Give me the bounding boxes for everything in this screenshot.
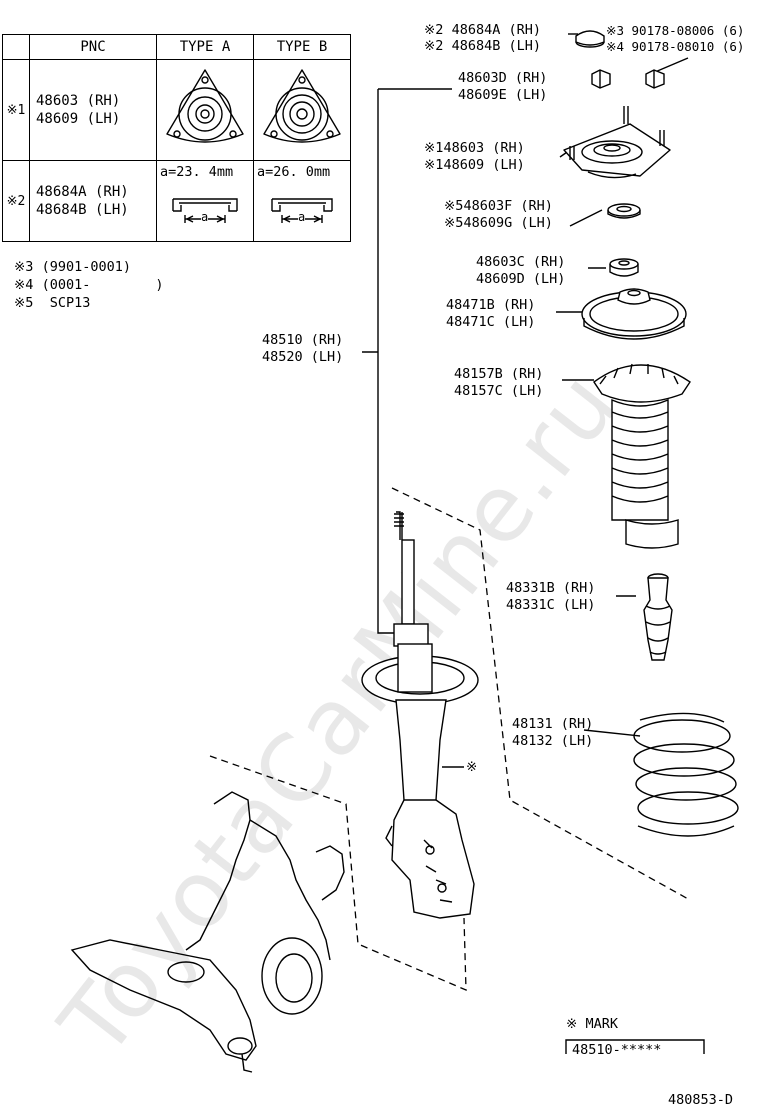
leader-spring (583, 729, 641, 737)
diagram-code: 480853-D (668, 1092, 734, 1108)
insulator-part (609, 258, 639, 277)
dash-line-left (209, 755, 467, 991)
upper-seat-part (581, 288, 687, 340)
bumper-label-lh: 48331C (LH) (506, 597, 596, 613)
row1-pnc-lh: 48609 (LH) (36, 111, 121, 127)
washer-label-lh: ※548609G (LH) (444, 215, 553, 231)
note-3: ※3 (9901-0001) (14, 259, 131, 275)
dash-line-right (391, 487, 691, 901)
row1-type-b (253, 59, 351, 161)
type-b-dimension: a=26. 0mm (257, 164, 331, 180)
mark-box-title: ※ MARK (566, 1016, 618, 1032)
washer-part (607, 203, 641, 219)
shock-absorber-part (361, 511, 479, 919)
bump-stopper-part (643, 573, 673, 661)
cap-label-lh: ※2 48684B (LH) (424, 38, 541, 54)
note-5: ※5 SCP13 (14, 295, 91, 311)
type-b-dim-letter: a (298, 210, 306, 224)
type-a-dim-letter: a (201, 210, 209, 224)
strut-label-lh: 48520 (LH) (262, 349, 344, 365)
mount-type-b-illustration (263, 69, 341, 143)
spring-label-lh: 48132 (LH) (512, 733, 594, 749)
leader-washer (569, 209, 603, 227)
row2-type-b: a=26. 0mm a (253, 160, 351, 242)
row2-pnc: 48684A (RH) 48684B (LH) (29, 160, 157, 242)
strut-mark-label: ※ (466, 759, 478, 775)
type-b-header: TYPE B (253, 34, 351, 60)
coil-spring-part (633, 712, 739, 837)
spring-label-rh: 48131 (RH) (512, 716, 594, 732)
washer-label-rh: ※548603F (RH) (444, 198, 553, 214)
row1-pnc-rh: 48603 (RH) (36, 93, 121, 109)
row2-mark: ※2 (2, 160, 30, 242)
mount-label-lh: ※148609 (LH) (424, 157, 525, 173)
upper-seat-label-rh: 48471B (RH) (446, 297, 536, 313)
row2-pnc-rh: 48684A (RH) (36, 184, 129, 200)
nut-label-lh: 48609E (LH) (458, 87, 548, 103)
nut-part (591, 69, 665, 89)
strut-label-rh: 48510 (RH) (262, 332, 344, 348)
insulator-label-rh: 48603C (RH) (476, 254, 566, 270)
insulator-label-lh: 48609D (LH) (476, 271, 566, 287)
row1-type-a (156, 59, 254, 161)
row2-type-a: a=23. 4mm a (156, 160, 254, 242)
bolt-label-4: ※4 90178-08010 (6) (606, 39, 745, 54)
bumper-label-rh: 48331B (RH) (506, 580, 596, 596)
mount-type-a-illustration (166, 69, 244, 143)
spec-table: PNC TYPE A TYPE B ※1 48603 (RH) 48609 (L… (2, 34, 351, 242)
mark-box-value: 48510-***** (572, 1042, 662, 1058)
cap-part (575, 30, 605, 48)
mark-box-frame (565, 1039, 705, 1054)
cap-label-rh: ※2 48684A (RH) (424, 22, 541, 38)
row2-pnc-lh: 48684B (LH) (36, 202, 129, 218)
knuckle-lower-arm-part (70, 791, 345, 1073)
leader-strut-bracket (362, 88, 452, 634)
boot-label-lh: 48157C (LH) (454, 383, 544, 399)
leader-bolt (654, 57, 689, 73)
boot-label-rh: 48157B (RH) (454, 366, 544, 382)
upper-mount-part (563, 106, 671, 179)
dust-boot-part (593, 363, 691, 549)
nut-label-rh: 48603D (RH) (458, 70, 548, 86)
upper-seat-label-lh: 48471C (LH) (446, 314, 536, 330)
bolt-label-3: ※3 90178-08006 (6) (606, 23, 745, 38)
type-a-dimension: a=23. 4mm (160, 164, 234, 180)
mount-label-rh: ※148603 (RH) (424, 140, 525, 156)
note-4: ※4 (0001- ) (14, 277, 164, 293)
